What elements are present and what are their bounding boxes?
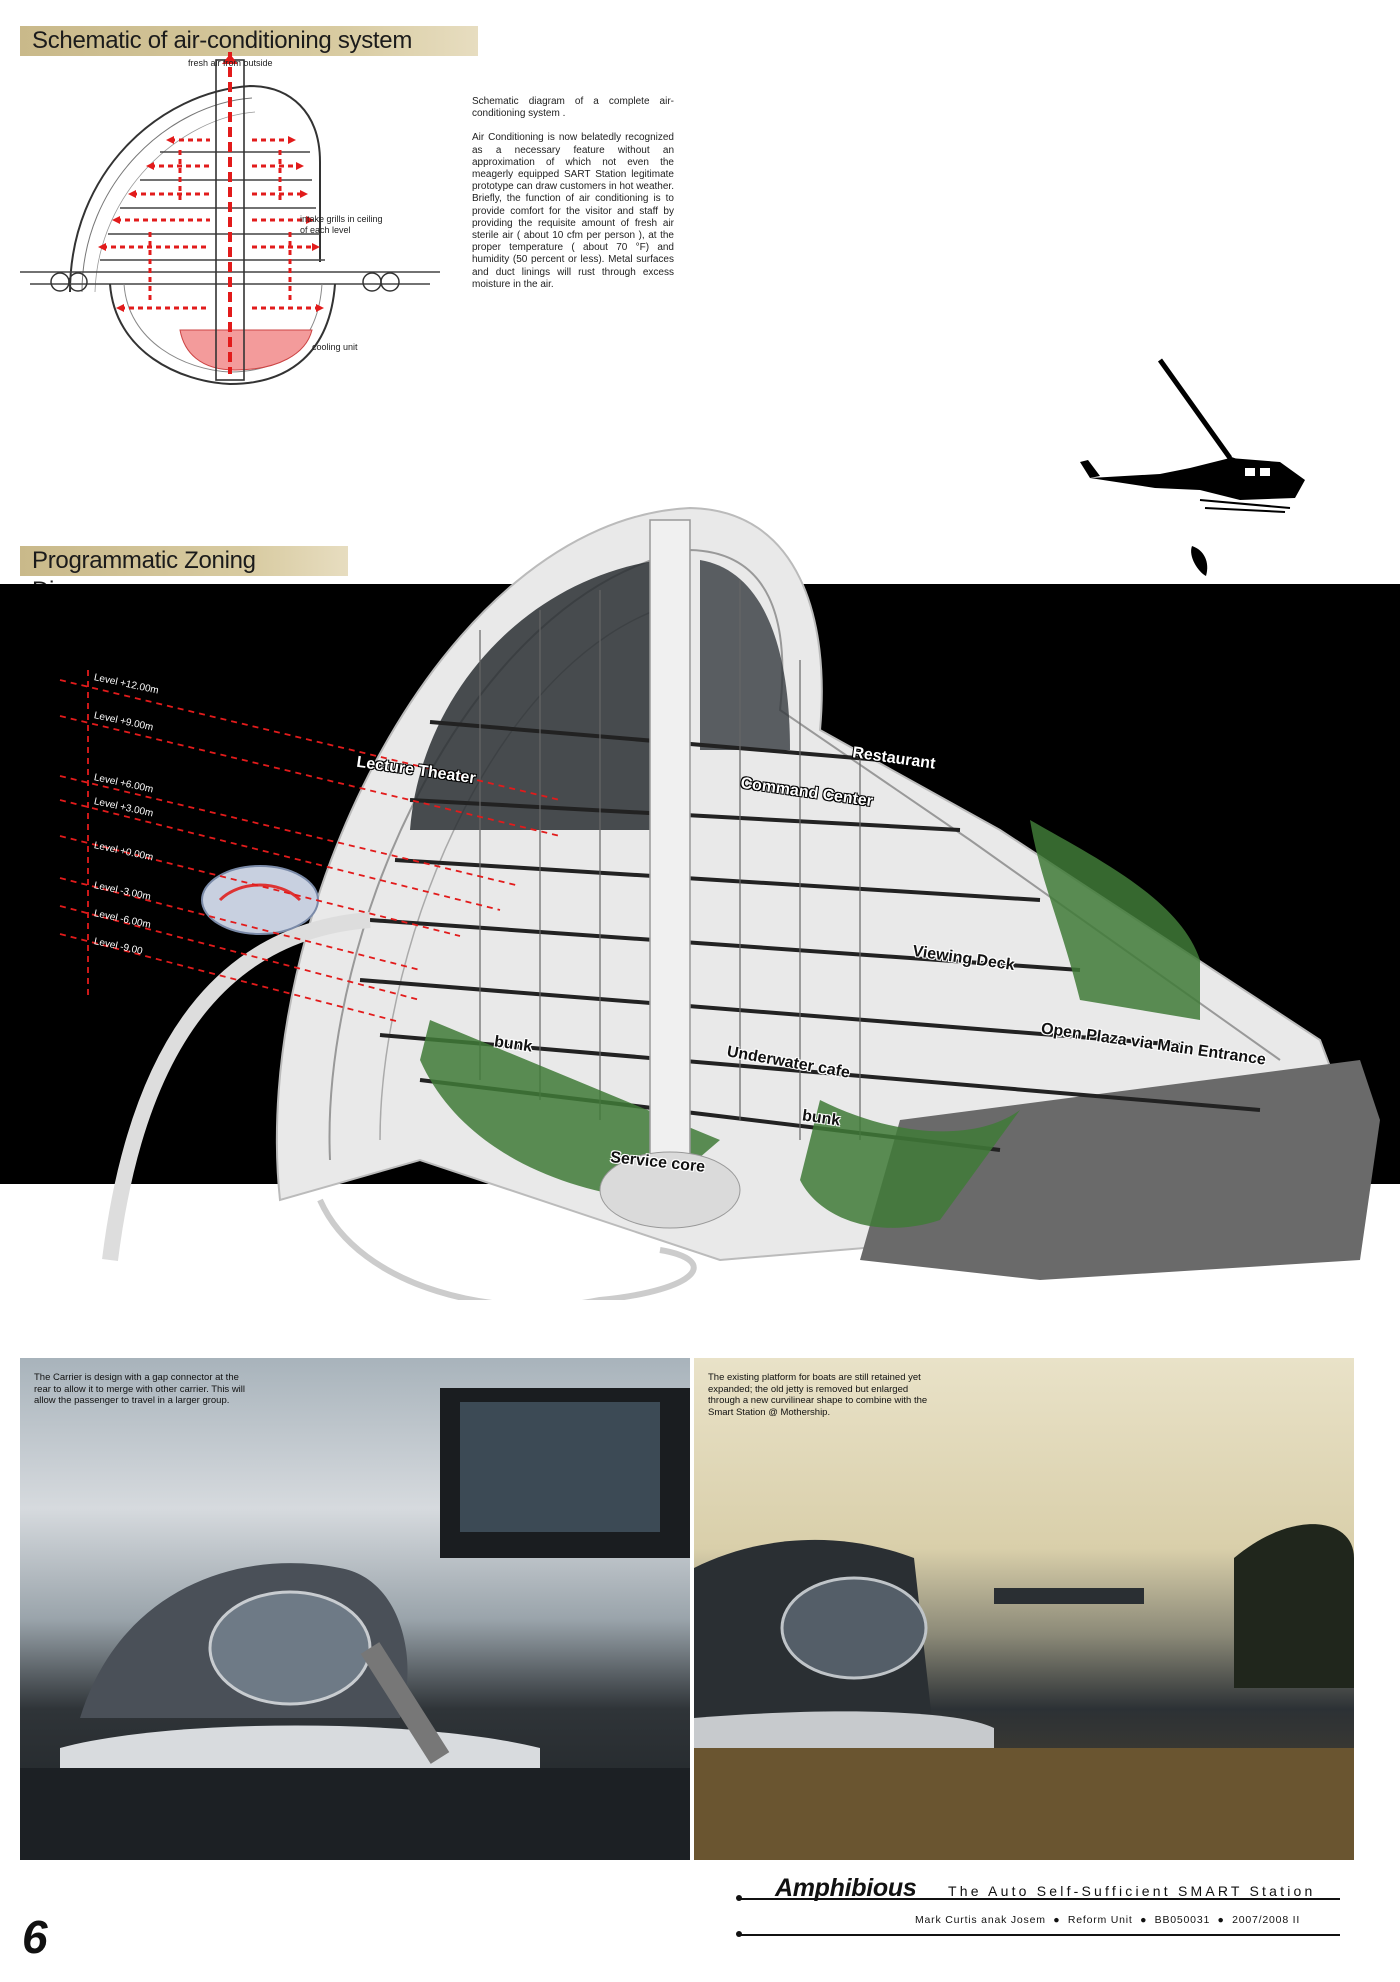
render-right-caption: The existing platform for boats are stil… xyxy=(708,1372,928,1418)
ac-description: Schematic diagram of a complete air-cond… xyxy=(472,96,674,291)
zoning-diagram xyxy=(59,506,1380,1300)
separator-dot: ● xyxy=(1049,1914,1065,1926)
session: 2007/2008 II xyxy=(1232,1914,1301,1926)
render-left-caption: The Carrier is design with a gap connect… xyxy=(34,1372,246,1406)
render-right-image xyxy=(694,1524,1354,1860)
footer-dot xyxy=(736,1895,742,1901)
project-title: Amphibious xyxy=(775,1874,917,1902)
footer-rule-top xyxy=(740,1898,1340,1900)
render-left-image xyxy=(20,1388,690,1860)
footer-dot xyxy=(736,1931,742,1937)
author-name: Mark Curtis anak Josem xyxy=(915,1914,1046,1926)
ac-section-title: Schematic of air-conditioning system xyxy=(20,26,478,56)
ac-schematic: fresh air from outside intake grills in … xyxy=(20,52,460,392)
footer-rule-bottom xyxy=(740,1934,1340,1936)
fresh-air-label: fresh air from outside xyxy=(188,58,273,68)
intake-grills-label: intake grills in ceiling of each level xyxy=(300,214,383,235)
ac-description-body: Air Conditioning is now belatedly recogn… xyxy=(472,132,674,290)
render-left: The Carrier is design with a gap connect… xyxy=(20,1358,690,1860)
separator-dot: ● xyxy=(1136,1914,1151,1926)
ac-schematic-drawing xyxy=(20,52,440,386)
page-number: 6 xyxy=(22,1911,48,1963)
ac-section-title-text: Schematic of air-conditioning system xyxy=(32,27,413,54)
separator-dot: ● xyxy=(1213,1914,1229,1926)
render-right: The existing platform for boats are stil… xyxy=(694,1358,1354,1860)
cooling-unit-label: cooling unit xyxy=(312,342,358,352)
helicopter-icon xyxy=(1080,358,1305,576)
ac-description-intro: Schematic diagram of a complete air-cond… xyxy=(472,96,674,120)
unit-name: Reform Unit xyxy=(1067,1914,1133,1926)
footer-meta: Mark Curtis anak Josem ● Reform Unit ● B… xyxy=(915,1914,1300,1926)
project-subtitle: The Auto Self-Sufficient SMART Station xyxy=(948,1883,1316,1899)
student-code: BB050031 xyxy=(1154,1914,1211,1926)
zoning-section-title: Programmatic Zoning Diagram xyxy=(20,546,348,604)
